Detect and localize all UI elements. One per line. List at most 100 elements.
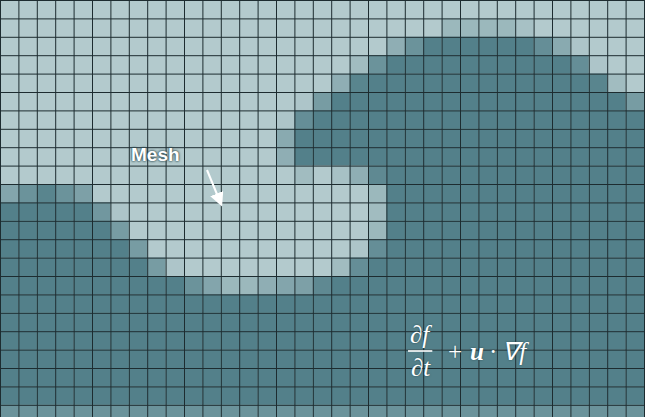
- mesh-cell: [258, 0, 276, 18]
- grid-line: [368, 0, 369, 417]
- mesh-cell: [166, 331, 184, 349]
- mesh-cell: [74, 350, 92, 368]
- mesh-cell: [166, 0, 184, 18]
- mesh-cell: [129, 294, 147, 312]
- mesh-cell: [552, 37, 570, 55]
- mesh-cell: [313, 258, 331, 276]
- mesh-cell: [0, 386, 18, 404]
- mesh-cell: [497, 166, 515, 184]
- mesh-cell: [386, 18, 404, 36]
- mesh-cell: [331, 37, 349, 55]
- mesh-cell: [184, 239, 202, 257]
- mesh-cell: [147, 202, 165, 220]
- mesh-cell: [423, 258, 441, 276]
- mesh-cell: [626, 166, 644, 184]
- mesh-cell: [74, 166, 92, 184]
- mesh-cell: [221, 74, 239, 92]
- mesh-cell: [368, 74, 386, 92]
- mesh-cell: [147, 294, 165, 312]
- mesh-cell: [515, 313, 533, 331]
- mesh-cell: [423, 92, 441, 110]
- mesh-cell: [221, 55, 239, 73]
- mesh-cell: [626, 37, 644, 55]
- mesh-cell: [74, 37, 92, 55]
- mesh-cell: [166, 276, 184, 294]
- mesh-cell: [239, 92, 257, 110]
- mesh-cell: [478, 294, 496, 312]
- mesh-cell: [74, 276, 92, 294]
- mesh-cell: [221, 147, 239, 165]
- mesh-cell: [110, 110, 128, 128]
- mesh-cell: [534, 313, 552, 331]
- mesh-cell: [552, 129, 570, 147]
- mesh-cell: [386, 386, 404, 404]
- grid-line: [331, 0, 332, 417]
- mesh-cell: [460, 92, 478, 110]
- mesh-cell: [313, 350, 331, 368]
- mesh-cell: [350, 221, 368, 239]
- mesh-cell: [405, 166, 423, 184]
- grid-line: [0, 331, 645, 332]
- mesh-cell: [607, 92, 625, 110]
- mesh-cell: [442, 386, 460, 404]
- mesh-cell: [258, 110, 276, 128]
- grid-line: [239, 0, 240, 417]
- mesh-cell: [331, 368, 349, 386]
- mesh-cell: [202, 386, 220, 404]
- mesh-cell: [515, 202, 533, 220]
- mesh-cell: [534, 74, 552, 92]
- mesh-cell: [276, 202, 294, 220]
- mesh-cell: [478, 221, 496, 239]
- mesh-cell: [331, 331, 349, 349]
- mesh-cell: [442, 166, 460, 184]
- mesh-cell: [423, 74, 441, 92]
- grid-line: [589, 0, 590, 417]
- mesh-cell: [55, 110, 73, 128]
- mesh-cell: [552, 55, 570, 73]
- mesh-cell: [589, 368, 607, 386]
- mesh-cell: [607, 331, 625, 349]
- mesh-cell: [552, 276, 570, 294]
- mesh-cell: [534, 184, 552, 202]
- mesh-cell: [626, 110, 644, 128]
- mesh-cell: [92, 147, 110, 165]
- mesh-cell: [110, 202, 128, 220]
- mesh-cell: [423, 184, 441, 202]
- grid-line: [0, 55, 645, 56]
- mesh-cell: [350, 129, 368, 147]
- mesh-cell: [423, 239, 441, 257]
- mesh-cell: [147, 239, 165, 257]
- mesh-cell: [202, 239, 220, 257]
- mesh-cell: [110, 37, 128, 55]
- mesh-cell: [534, 202, 552, 220]
- mesh-cell: [221, 221, 239, 239]
- mesh-cell: [552, 0, 570, 18]
- mesh-cell: [37, 92, 55, 110]
- mesh-cell: [350, 331, 368, 349]
- mesh-cell: [294, 18, 312, 36]
- mesh-cell: [0, 0, 18, 18]
- mesh-cell: [0, 55, 18, 73]
- mesh-cell: [258, 239, 276, 257]
- mesh-cell: [202, 55, 220, 73]
- mesh-cell: [258, 331, 276, 349]
- mesh-cell: [74, 74, 92, 92]
- mesh-cell: [166, 37, 184, 55]
- mesh-cell: [258, 276, 276, 294]
- mesh-cell: [239, 55, 257, 73]
- mesh-cell: [202, 129, 220, 147]
- mesh-cell: [478, 0, 496, 18]
- mesh-cell: [221, 313, 239, 331]
- mesh-cell: [276, 331, 294, 349]
- mesh-cell: [276, 18, 294, 36]
- mesh-cell: [129, 166, 147, 184]
- mesh-cell: [294, 74, 312, 92]
- grid-line: [0, 239, 645, 240]
- grid-line: [0, 0, 645, 1]
- mesh-cell: [368, 294, 386, 312]
- mesh-label: Mesh: [131, 145, 180, 164]
- mesh-cell: [258, 166, 276, 184]
- mesh-cell: [166, 221, 184, 239]
- mesh-cell: [515, 294, 533, 312]
